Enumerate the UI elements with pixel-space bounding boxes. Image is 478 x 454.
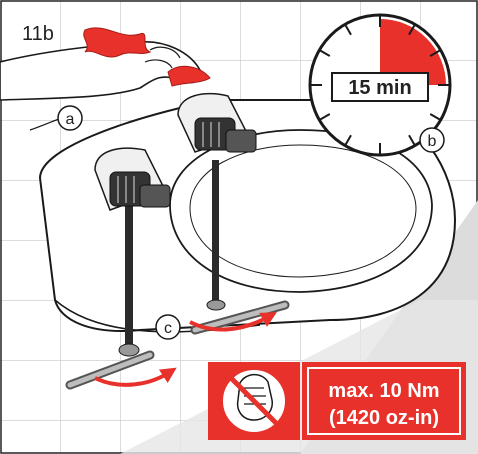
curved-arrow-icon xyxy=(94,367,177,387)
callout-c: c xyxy=(155,314,181,340)
torque-max-label: max. 10 Nm xyxy=(328,380,439,402)
timer-tick xyxy=(344,134,352,146)
cloth-icon xyxy=(167,65,211,87)
step-label: 11b xyxy=(22,23,54,45)
timer-tick xyxy=(429,113,441,121)
mounting-bolt-left xyxy=(65,200,155,390)
torque-imperial-label: (1420 oz-in) xyxy=(329,407,439,429)
no-overtighten-icon xyxy=(208,362,300,440)
timer-tick xyxy=(408,134,416,146)
callout-a-label: a xyxy=(66,111,75,128)
cloth-icon xyxy=(83,27,152,58)
callout-a: a xyxy=(29,105,83,131)
timer-tick xyxy=(429,49,441,57)
timer-tick xyxy=(319,113,331,121)
fixing-clamp-right xyxy=(177,92,257,153)
fixing-clamp-left xyxy=(94,147,171,211)
timer-icon: 15 min xyxy=(308,13,452,157)
timer-elapsed-wedge xyxy=(380,19,446,85)
timer-label: 15 min xyxy=(348,77,411,99)
mounting-bolt-right xyxy=(190,160,290,335)
curved-arrow-icon xyxy=(189,312,277,332)
callout-b: b xyxy=(419,127,445,153)
timer-tick xyxy=(408,24,416,36)
torque-warning: max. 10 Nm (1420 oz-in) xyxy=(302,362,466,440)
callout-b-label: b xyxy=(428,133,437,150)
callout-c-label: c xyxy=(164,320,172,337)
timer-tick xyxy=(344,24,352,36)
timer-tick xyxy=(319,49,331,57)
